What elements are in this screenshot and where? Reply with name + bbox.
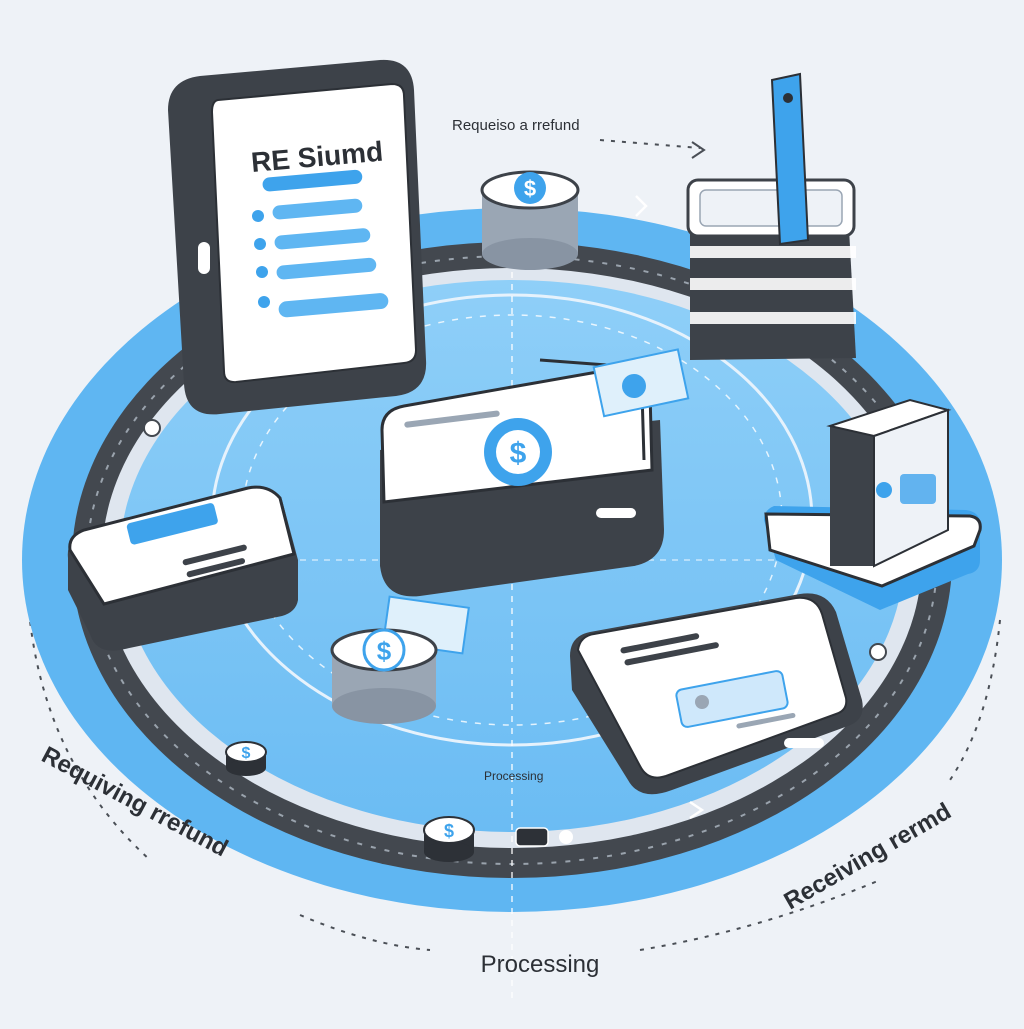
tablet-side-button [198, 242, 210, 274]
tablet-bullet-4 [258, 296, 270, 308]
track-small-coin [559, 830, 573, 844]
top-arrow [691, 141, 706, 159]
top-coin-face [514, 172, 546, 204]
track-coin-left-symbol: $ [242, 745, 251, 762]
tablet-bar-1 [262, 169, 363, 192]
tablet-bullet-3 [256, 266, 268, 278]
left-dashed-guide [27, 599, 151, 861]
center-wallet: $ [380, 348, 690, 597]
label-top-arc: Requeiso a rrefund [452, 117, 580, 134]
tablet-bullet-2 [254, 238, 266, 250]
left-card-device [67, 485, 298, 651]
label-bottom-inner: Processing [484, 769, 543, 783]
top-coin-symbol: $ [524, 176, 536, 201]
track-coin-bottom: $ [423, 816, 475, 862]
server-card [770, 72, 810, 246]
bottom-left-dashed-guide [299, 914, 431, 951]
right-dashed-guide [949, 619, 1001, 781]
tablet-bar-5 [278, 293, 389, 318]
tablet-device: RE Siumd [168, 59, 427, 415]
wallet-coin-symbol: $ [510, 437, 527, 470]
tablet-bar-3 [274, 228, 371, 250]
tablet-bar-2 [272, 198, 363, 220]
top-coin-stack: $ [480, 170, 580, 270]
track-coin-bottom-symbol: $ [444, 821, 454, 841]
bottom-coin-stack: $ [330, 595, 470, 724]
phone-credit-card [675, 670, 789, 728]
phone-home-button [784, 738, 824, 748]
track-node-left [143, 419, 161, 437]
right-document-stack [764, 398, 982, 610]
track-arrow-top [635, 195, 648, 217]
server-stack [686, 72, 856, 360]
document-spine [830, 426, 874, 566]
bottom-coin-symbol: $ [377, 636, 392, 666]
tablet-bar-4 [276, 257, 377, 280]
left-card-bar-1 [126, 503, 218, 545]
track-node-right [869, 643, 887, 661]
tablet-bullet-1 [252, 210, 264, 222]
track-coin-left: $ [225, 741, 267, 776]
track-tag [515, 827, 549, 847]
bottom-right-dashed-guide [639, 879, 881, 951]
phone-device [570, 593, 863, 795]
label-bottom: Processing [481, 951, 600, 978]
track-arrow-bottom [689, 800, 705, 820]
